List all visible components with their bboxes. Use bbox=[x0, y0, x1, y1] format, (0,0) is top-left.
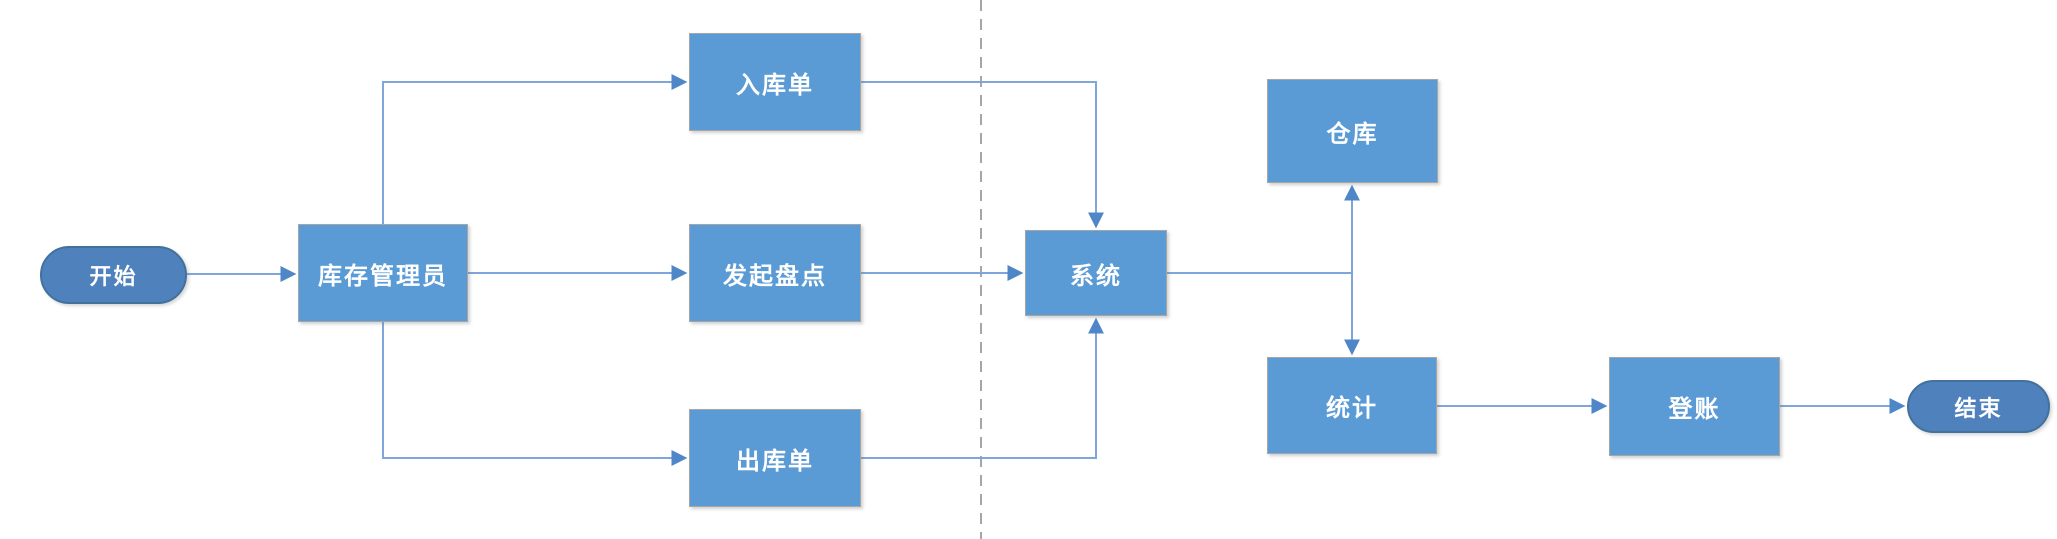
node-inventory-manager[interactable]: 库存管理员 bbox=[298, 224, 468, 322]
node-ledger-label: 登账 bbox=[1668, 396, 1721, 423]
node-start-label: 开始 bbox=[89, 264, 138, 289]
node-statistics[interactable]: 统计 bbox=[1267, 357, 1437, 454]
node-system[interactable]: 系统 bbox=[1025, 230, 1167, 316]
edge-manager-inbound bbox=[382, 74, 688, 224]
node-outbound-order-label: 出库单 bbox=[736, 447, 814, 475]
node-end-label: 结束 bbox=[1954, 395, 2003, 421]
node-start[interactable]: 开始 bbox=[40, 246, 187, 304]
node-initiate-stocktake[interactable]: 发起盘点 bbox=[689, 224, 861, 322]
node-warehouse[interactable]: 仓库 bbox=[1267, 79, 1438, 183]
node-system-label: 系统 bbox=[1070, 262, 1122, 290]
node-ledger[interactable]: 登账 bbox=[1609, 357, 1780, 456]
node-initiate-stocktake-label: 发起盘点 bbox=[723, 262, 827, 290]
node-outbound-order[interactable]: 出库单 bbox=[689, 409, 861, 507]
node-end[interactable]: 结束 bbox=[1907, 380, 2050, 433]
node-inbound-order-label: 入库单 bbox=[736, 71, 814, 99]
node-statistics-label: 统计 bbox=[1326, 395, 1378, 422]
node-inventory-manager-label: 库存管理员 bbox=[318, 262, 448, 290]
edge-outbound-system bbox=[861, 317, 1104, 459]
node-inbound-order[interactable]: 入库单 bbox=[689, 33, 861, 131]
node-warehouse-label: 仓库 bbox=[1326, 120, 1379, 148]
edge-manager-outbound bbox=[382, 322, 688, 466]
edge-inbound-system bbox=[861, 81, 1104, 229]
